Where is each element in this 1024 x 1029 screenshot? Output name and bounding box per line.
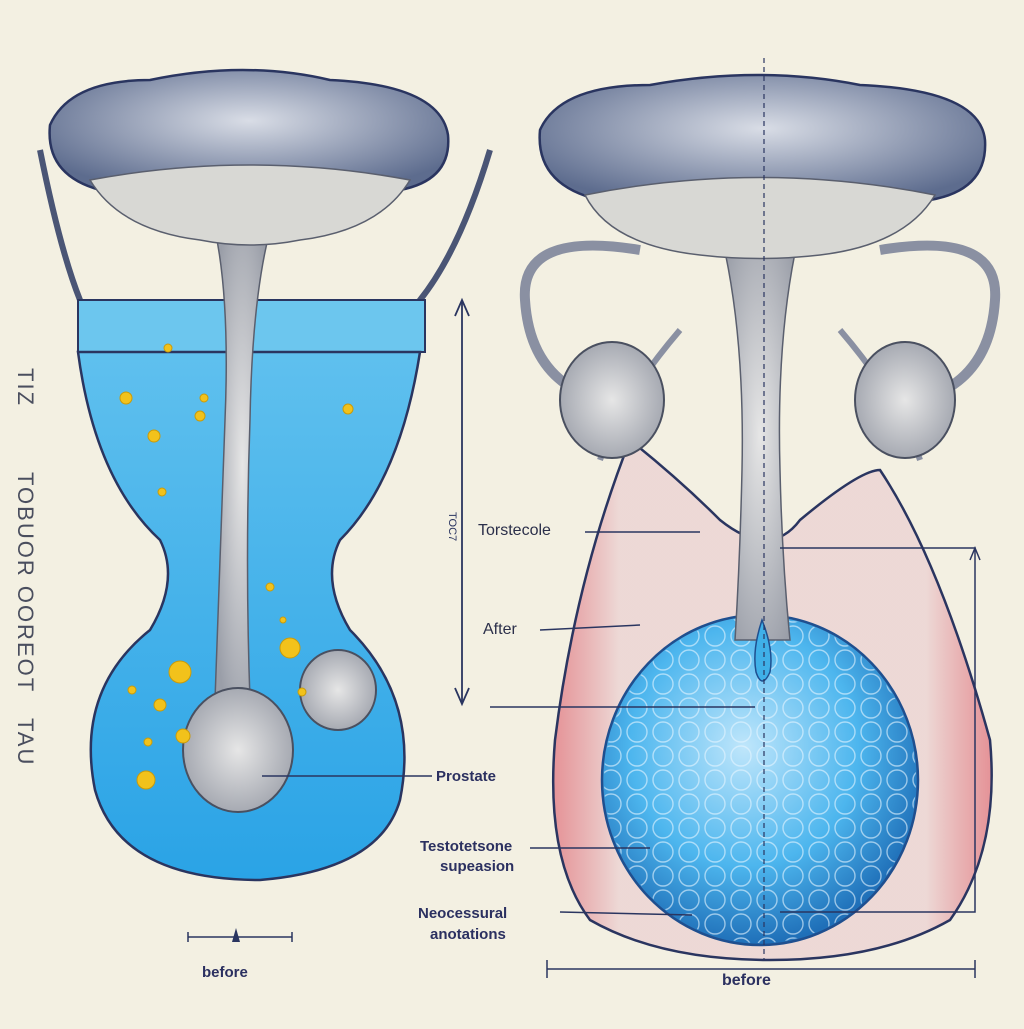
annotation-prostate: Prostate: [436, 768, 497, 785]
left-duct: [519, 240, 641, 405]
annotation-suppression-1: Testotetsone: [420, 838, 513, 855]
side-label-top: TIZ: [13, 368, 38, 407]
left-caption-arrow: [232, 928, 240, 942]
measurement-arrow: [454, 297, 470, 707]
right-duct: [879, 240, 1001, 405]
size-bracket-top-tick: [969, 546, 981, 561]
right-caption-bracket: [546, 960, 976, 978]
droplet: [754, 617, 772, 682]
caption-right: before: [722, 972, 771, 989]
left-figure: [37, 68, 493, 942]
annotation-necessary-2: anotations: [430, 926, 506, 943]
cap-underside: [88, 164, 412, 246]
side-label-middle: TOBUOR OOREOT: [13, 472, 38, 694]
left-caption-bracket: [187, 932, 293, 942]
right-vesicle: [854, 341, 956, 459]
annotation-leaders: [262, 531, 755, 916]
right-cap-underside: [583, 176, 937, 260]
necessary-leader: [559, 911, 693, 916]
size-bracket: [780, 547, 976, 913]
right-stalk: [719, 229, 801, 641]
prostate-lobe: [182, 687, 294, 813]
annotation-necessary-1: Neocessural: [418, 905, 508, 922]
right-figure: [519, 58, 1001, 978]
fluid-vessel: [76, 350, 422, 882]
annotation-torstecole: Torstecole: [478, 522, 551, 539]
cell-texture: [604, 617, 916, 943]
side-nodule: [299, 649, 377, 731]
after-leader: [539, 624, 641, 631]
right-outer-tube: [417, 149, 493, 350]
caption-left: before: [202, 964, 248, 981]
left-outer-tube: [37, 149, 83, 350]
side-label-bottom: TAU: [13, 718, 38, 767]
annotation-suppression-2: supeasion: [440, 858, 515, 875]
testosterone-granules: [119, 343, 354, 790]
annotation-after: After: [483, 621, 517, 638]
left-vesicle: [559, 341, 665, 459]
side-label-small: TOC7: [446, 512, 458, 542]
